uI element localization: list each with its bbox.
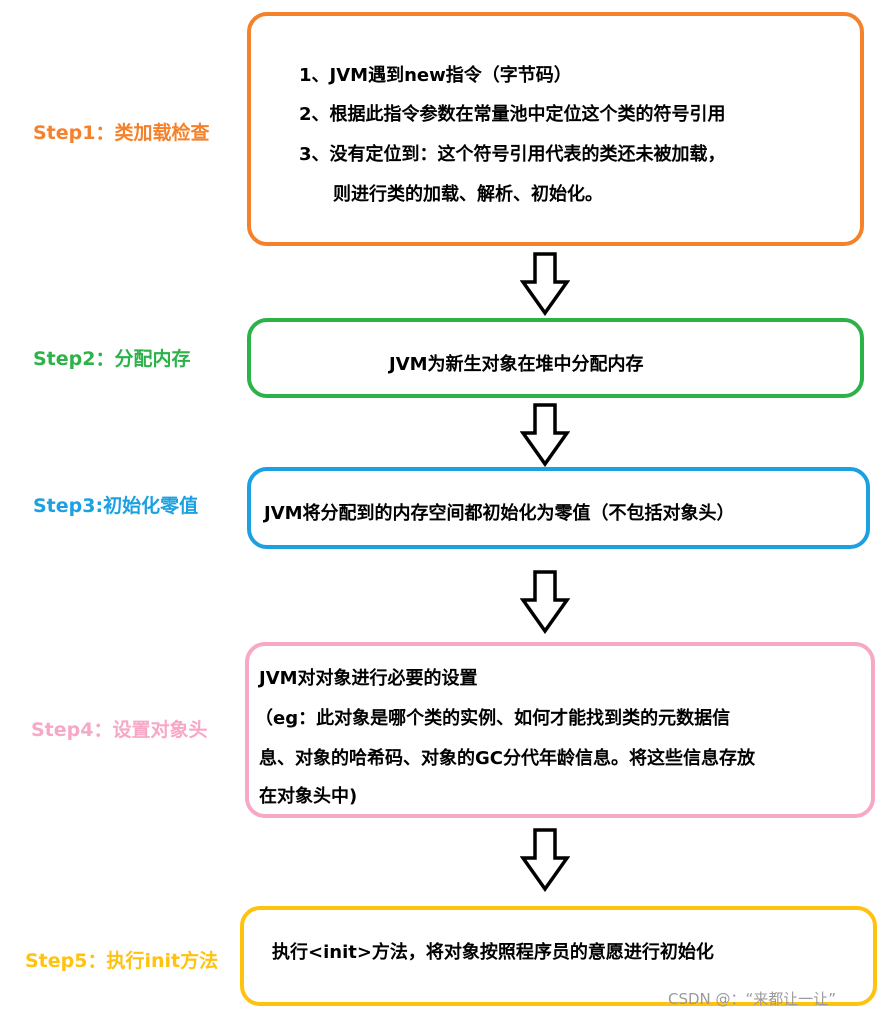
watermark: CSDN @：“来都让一让”: [668, 990, 837, 1008]
step2-box: JVM为新生对象在堆中分配内存: [247, 318, 864, 398]
step5-label: Step5：执行init方法: [25, 950, 219, 972]
step1-line-1: 1、JVM遇到new指令（字节码）: [299, 65, 572, 86]
step3-box: JVM将分配到的内存空间都初始化为零值（不包括对象头）: [247, 467, 870, 549]
down-arrow-icon: [520, 252, 570, 316]
step4-line-3: 息、对象的哈希码、对象的GC分代年龄信息。将这些信息存放: [259, 748, 755, 769]
step5-box: 执行<init>方法，将对象按照程序员的意愿进行初始化: [240, 906, 877, 1006]
step1-line-2: 2、根据此指令参数在常量池中定位这个类的符号引用: [299, 104, 726, 125]
step1-line-3: 3、没有定位到：这个符号引用代表的类还未被加载，: [299, 144, 726, 165]
down-arrow-icon: [520, 570, 570, 634]
step4-box: JVM对对象进行必要的设置 （eg：此对象是哪个类的实例、如何才能找到类的元数据…: [245, 642, 875, 818]
step2-line-1: JVM为新生对象在堆中分配内存: [389, 354, 644, 375]
step1-line-4: 则进行类的加载、解析、初始化。: [333, 184, 603, 205]
step4-label: Step4：设置对象头: [31, 719, 208, 741]
step5-line-1: 执行<init>方法，将对象按照程序员的意愿进行初始化: [272, 942, 714, 963]
step3-label: Step3:初始化零值: [33, 495, 199, 517]
step4-line-4: 在对象头中): [259, 786, 358, 807]
step4-line-1: JVM对对象进行必要的设置: [259, 668, 478, 689]
step1-label: Step1：类加载检查: [33, 122, 210, 144]
step1-box: 1、JVM遇到new指令（字节码） 2、根据此指令参数在常量池中定位这个类的符号…: [247, 12, 864, 246]
step2-label: Step2：分配内存: [33, 348, 191, 370]
step4-line-2: （eg：此对象是哪个类的实例、如何才能找到类的元数据信: [255, 708, 731, 729]
down-arrow-icon: [520, 403, 570, 467]
down-arrow-icon: [520, 828, 570, 892]
step3-line-1: JVM将分配到的内存空间都初始化为零值（不包括对象头）: [264, 503, 735, 524]
